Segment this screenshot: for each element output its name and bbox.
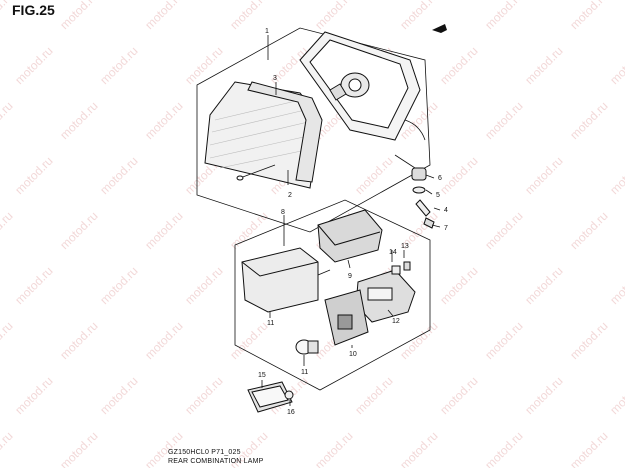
watermark-text: motod.ru (397, 319, 440, 362)
watermark-text: motod.ru (482, 209, 525, 252)
watermark-text: motod.ru (482, 319, 525, 362)
watermark-text: motod.ru (57, 429, 100, 468)
lens-gasket (247, 81, 323, 183)
watermark-text: motod.ru (97, 374, 140, 417)
callout-16: 16 (287, 409, 295, 416)
callout-11b: 11 (301, 369, 308, 376)
watermark-text: motod.ru (397, 0, 440, 32)
callout-6: 6 (438, 175, 442, 182)
watermark-text: motod.ru (522, 44, 565, 87)
watermark-text: motod.ru (567, 209, 610, 252)
watermark-text: motod.ru (437, 374, 480, 417)
watermark-text: motod.ru (12, 264, 55, 307)
callout-13: 13 (401, 243, 409, 250)
watermark-text: motod.ru (607, 374, 625, 417)
callout-3: 3 (273, 75, 277, 82)
figure-title: FIG.25 (12, 2, 55, 18)
callout-10: 10 (349, 351, 357, 358)
watermark-text: motod.ru (57, 209, 100, 252)
watermark-text: motod.ru (607, 264, 625, 307)
callout-12: 12 (392, 318, 400, 325)
watermark-text: motod.ru (57, 319, 100, 362)
watermark-text: motod.ru (57, 99, 100, 142)
watermark-text: motod.ru (567, 429, 610, 468)
watermark-text: motod.ru (607, 44, 625, 87)
watermark-text: motod.ru (12, 44, 55, 87)
watermark-text: motod.ru (97, 44, 140, 87)
watermark-text: motod.ru (142, 209, 185, 252)
figure-caption: REAR COMBINATION LAMP (168, 458, 264, 465)
socket-harness (324, 289, 369, 346)
callout-8: 8 (281, 209, 285, 216)
watermark-text: motod.ru (182, 264, 225, 307)
watermark-text: motod.ru (352, 154, 395, 197)
watermark-text: motod.ru (352, 374, 395, 417)
license-lamp-body (241, 247, 331, 313)
watermark-text: motod.ru (607, 154, 625, 197)
watermark-text: motod.ru (567, 0, 610, 32)
watermark-text: motod.ru (142, 319, 185, 362)
watermark-text: motod.ru (227, 319, 270, 362)
arrow-front-icon (432, 24, 447, 33)
watermark-text: motod.ru (97, 264, 140, 307)
drawing-code: GZ150HCL0 P71_025 (168, 449, 241, 456)
watermark-text: motod.ru (437, 44, 480, 87)
watermark-text: motod.ru (0, 99, 16, 142)
leader-lines (261, 35, 441, 406)
watermark-text: motod.ru (12, 374, 55, 417)
callout-labels: 1 2 3 4 5 6 7 8 9 10 11 11 12 13 14 15 1… (258, 28, 448, 416)
mounting-hardware (394, 154, 435, 229)
watermark-text: motod.ru (227, 209, 270, 252)
watermark-text: motod.ru (482, 0, 525, 32)
watermark-text: motod.ru (522, 374, 565, 417)
lamp-lens (204, 81, 321, 189)
reflector-screw (284, 390, 294, 400)
callout-2: 2 (288, 192, 292, 199)
callout-5: 5 (436, 192, 440, 199)
watermark-text: motod.ru (522, 154, 565, 197)
watermark-text: motod.ru (522, 264, 565, 307)
callout-4: 4 (444, 207, 448, 214)
watermark-text: motod.ru (482, 99, 525, 142)
watermark-text: motod.ru (397, 429, 440, 468)
watermark-text: motod.ru (142, 0, 185, 32)
lower-assembly-outline (234, 199, 431, 391)
watermark-text: motod.ru (0, 429, 16, 468)
watermark-text: motod.ru (0, 209, 16, 252)
callout-1: 1 (265, 28, 269, 35)
callout-14: 14 (389, 249, 397, 256)
reflector (247, 381, 293, 413)
watermark-text: motod.ru (567, 319, 610, 362)
callout-7: 7 (444, 225, 448, 232)
watermark-text: motod.ru (142, 99, 185, 142)
callout-15: 15 (258, 372, 266, 379)
bulb-socket (317, 209, 383, 263)
screw-set (391, 261, 411, 275)
watermark-text: motod.ru (0, 319, 16, 362)
watermark-text: motod.ru (312, 0, 355, 32)
watermark-text: motod.ru (182, 374, 225, 417)
watermark-text: motod.ru (57, 0, 100, 32)
callout-11a: 11 (267, 320, 274, 327)
watermark-text: motod.ru (482, 429, 525, 468)
watermark-text: motod.ru (437, 154, 480, 197)
lamp-housing (299, 31, 426, 141)
watermark-text: motod.ru (182, 44, 225, 87)
bulb (295, 339, 319, 355)
callout-9: 9 (348, 273, 352, 280)
watermark-text: motod.ru (97, 154, 140, 197)
watermark-text: motod.ru (437, 264, 480, 307)
watermark-text: motod.ru (12, 154, 55, 197)
license-lamp-bracket (355, 269, 416, 323)
watermark-text: motod.ru (567, 99, 610, 142)
upper-assembly-outline (196, 27, 431, 233)
watermark-text: motod.ru (312, 429, 355, 468)
